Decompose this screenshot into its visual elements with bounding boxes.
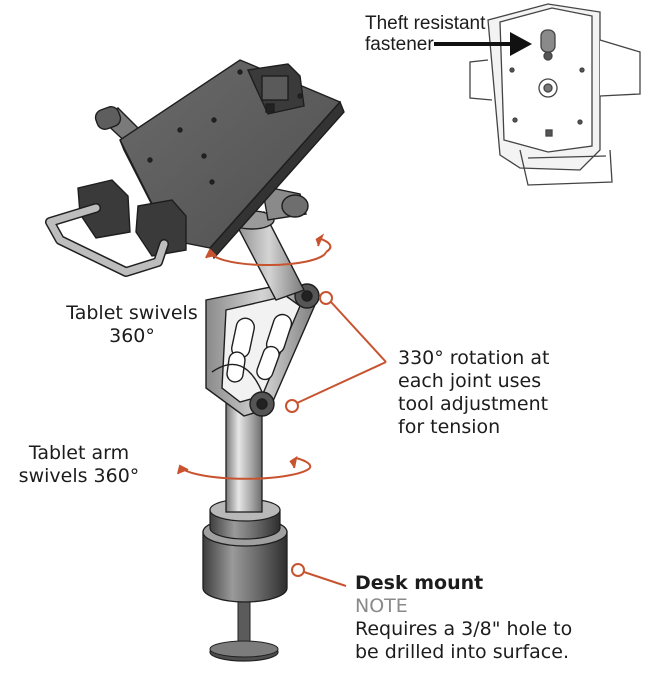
rotation-line4: for tension xyxy=(398,416,501,438)
rotation-arrow-icon xyxy=(177,455,312,480)
desk-mount-base xyxy=(202,498,288,603)
rotation-arrow-icon xyxy=(205,233,332,267)
tablet-swivel-line1: Tablet swivels xyxy=(66,302,198,324)
rotation-line1: 330° rotation at xyxy=(398,347,550,369)
rotation-label: 330° rotation at each joint uses tool ad… xyxy=(398,347,549,439)
desk-mount-title: Desk mount xyxy=(355,572,484,594)
tablet-swivel-line2: 360° xyxy=(109,325,155,347)
desk-mount-note-label: NOTE xyxy=(355,595,408,617)
desk-mount-note-line1: Requires a 3/8" hole to xyxy=(355,618,573,640)
tablet-holder xyxy=(77,59,345,260)
arm-swivel-line2: swivels 360° xyxy=(18,465,140,487)
tablet-swivel-label: Tablet swivels 360° xyxy=(52,302,212,348)
desk-mount-label: Desk mount NOTE Requires a 3/8" hole to … xyxy=(355,572,572,664)
clamp-bolt xyxy=(209,599,279,662)
articulating-arm xyxy=(205,281,320,417)
arm-swivel-line1: Tablet arm xyxy=(28,442,130,464)
theft-label: Theft resistant fastener xyxy=(365,13,485,55)
tablet-handle xyxy=(45,203,169,277)
rotation-line2: each joint uses xyxy=(398,370,542,392)
rotation-line3: tool adjustment xyxy=(398,393,549,415)
theft-label-line2: fastener xyxy=(365,34,434,55)
callout-desk-mount-line xyxy=(291,563,347,587)
arm-swivel-label: Tablet arm swivels 360° xyxy=(4,442,154,488)
theft-label-line1: Theft resistant xyxy=(365,13,486,34)
desk-mount-note-line2: be drilled into surface. xyxy=(355,641,569,663)
theft-resistant-plate-inset xyxy=(469,3,641,186)
arrow-right-icon xyxy=(434,32,532,56)
callout-rotation-lines xyxy=(285,291,387,413)
